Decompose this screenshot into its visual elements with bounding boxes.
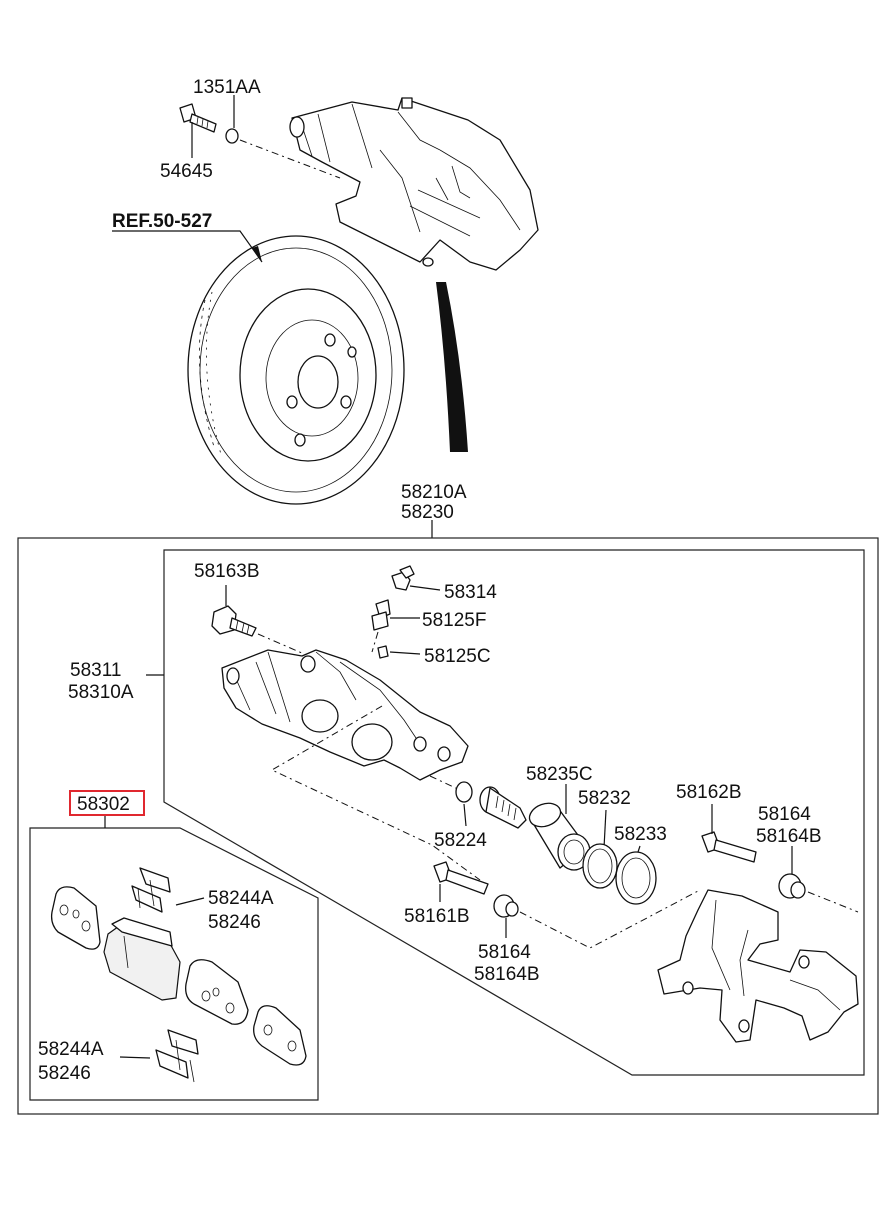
centerline-bolt [239,139,341,179]
label-1351AA[interactable]: 1351AA [193,77,261,98]
washer-1351AA[interactable] [225,128,239,144]
label-54645[interactable]: 54645 [160,161,213,182]
label-58244A-upper[interactable]: 58244A [208,888,274,909]
label-58161B[interactable]: 58161B [404,906,470,927]
piston-seal-ring[interactable] [582,843,618,889]
leader-58224 [463,803,467,827]
label-58164-right[interactable]: 58164 [758,804,811,825]
outer-assembly-frame [17,537,879,1115]
label-58224[interactable]: 58224 [434,830,487,851]
pad-clip-lower[interactable] [155,1029,199,1083]
guide-pin-58162B[interactable] [701,831,757,863]
brake-disc[interactable] [187,235,405,505]
piston-58232[interactable] [526,799,591,871]
caliper-kit-frame [163,549,865,1076]
assembly-pointer-wedge [436,282,468,452]
leader-58244A-upper [175,897,205,906]
leader-58244A-lower [119,1056,151,1059]
label-58230[interactable]: 58230 [401,502,454,523]
label-58164B-bottom[interactable]: 58164B [474,964,540,985]
centerline-piston [429,775,461,791]
cap-58125C[interactable] [377,645,389,659]
centerline-58125F [371,631,379,653]
label-58310A[interactable]: 58310A [68,682,134,703]
bush-58164-right[interactable] [778,873,806,899]
centerline-58164-bottom [519,889,701,949]
label-58244A-lower[interactable]: 58244A [38,1039,104,1060]
brake-pad-outer[interactable] [185,959,249,1025]
label-58302[interactable]: 58302 [77,794,130,815]
highlight-58302 [69,790,145,816]
dust-seal-58224[interactable] [455,781,473,803]
bolt-58163B[interactable] [211,605,257,637]
label-58164-bottom[interactable]: 58164 [478,942,531,963]
label-58163B[interactable]: 58163B [194,561,260,582]
label-58314[interactable]: 58314 [444,582,497,603]
pad-clip-upper[interactable] [131,867,171,913]
label-58164B-right[interactable]: 58164B [756,826,822,847]
label-58311[interactable]: 58311 [70,660,121,681]
label-58233[interactable]: 58233 [614,824,667,845]
pad-shim-inner[interactable] [253,1005,307,1066]
caliper-assembly-top[interactable] [289,97,539,271]
brake-pad-inner[interactable] [103,917,181,1001]
label-ref-50-527[interactable]: REF.50-527 [112,211,212,232]
label-58125C[interactable]: 58125C [424,646,491,667]
centerline-caliper-bracket [270,705,481,881]
label-58246-lower[interactable]: 58246 [38,1063,91,1084]
label-58235C[interactable]: 58235C [526,764,593,785]
bush-58164-bottom[interactable] [493,894,519,918]
guide-pin-58161B[interactable] [433,861,489,895]
seal-58233[interactable] [615,851,657,905]
pad-shim-outer[interactable] [50,886,101,950]
leader-58233 [637,845,641,853]
bleeder-screw-58125F[interactable] [371,599,391,631]
label-58125F[interactable]: 58125F [422,610,486,631]
caliper-bracket[interactable] [657,889,859,1043]
bolt-54645[interactable] [179,103,217,133]
caliper-body-58311[interactable] [221,649,469,781]
piston-boot-58235C[interactable] [479,786,527,829]
label-58246-upper[interactable]: 58246 [208,912,261,933]
label-58210A[interactable]: 58210A [401,482,467,503]
centerline-58164-right [807,891,859,913]
label-58162B[interactable]: 58162B [676,782,742,803]
leader-58232 [603,809,607,849]
label-58232[interactable]: 58232 [578,788,631,809]
leader-58125C [389,651,421,655]
cap-58314[interactable] [391,565,415,591]
leader-58314 [409,585,441,591]
pad-kit-frame [29,827,319,1101]
